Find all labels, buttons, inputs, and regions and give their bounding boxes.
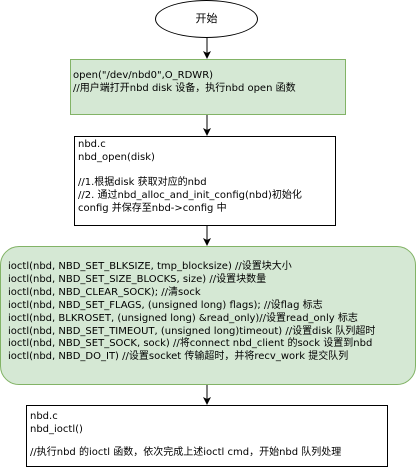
- ioctl-line: ioctl(nbd, NBD_CLEAR_SOCK); //清sock: [8, 286, 201, 298]
- ioctl-line: ioctl(nbd, BLKROSET, (unsigned long) &re…: [8, 312, 358, 324]
- nbd-ioctl-file-line: nbd.c: [30, 411, 58, 422]
- open-call-line: open("/dev/nbd0",O_RDWR): [73, 70, 214, 81]
- nbd-open-file-line: nbd.c: [78, 139, 106, 150]
- nbd-open-blank-line: [78, 164, 335, 177]
- nbd-open-func-line: nbd_open(disk): [78, 151, 155, 163]
- ioctl-line: ioctl(nbd, NBD_DO_IT) //设置socket 传输超时，并将…: [8, 351, 349, 363]
- ioctl-line: ioctl(nbd, NBD_SET_TIMEOUT, (unsigned lo…: [8, 325, 376, 337]
- start-label: 开始: [195, 11, 218, 25]
- nbd-open-step1-line: //1.根据disk 获取对应的nbd: [78, 177, 207, 189]
- open-comment-line: //用户端打开nbd disk 设备，执行nbd open 函数: [73, 82, 296, 94]
- nbd-open-step2-line: //2. 通过nbd_alloc_and_init_config(nbd)初始化: [78, 189, 302, 201]
- ioctl-line: ioctl(nbd, NBD_SET_BLKSIZE, tmp_blocksiz…: [8, 261, 292, 272]
- nbd-ioctl-comment-line: //执行nbd 的ioctl 函数，依次完成上述ioctl cmd，开始nbd …: [30, 447, 342, 459]
- nbd-ioctl-blank-line: [30, 436, 387, 447]
- nbd-open-step2-cont-line: config 并保存至nbd->config 中: [78, 202, 227, 214]
- ioctl-line: ioctl(nbd, NBD_SET_SOCK, sock) //将connec…: [8, 338, 373, 350]
- nbd-open-node: nbd.c nbd_open(disk) //1.根据disk 获取对应的nbd…: [74, 136, 336, 226]
- nbd-ioctl-func-line: nbd_ioctl(): [30, 423, 83, 435]
- start-node: 开始: [155, 0, 258, 38]
- nbd-ioctl-node: nbd.c nbd_ioctl() //执行nbd 的ioctl 函数，依次完成…: [26, 405, 388, 467]
- ioctl-line: ioctl(nbd, NBD_SET_FLAGS, (unsigned long…: [8, 299, 323, 311]
- open-device-node: open("/dev/nbd0",O_RDWR) //用户端打开nbd disk…: [70, 59, 346, 115]
- ioctl-sequence-node: ioctl(nbd, NBD_SET_BLKSIZE, tmp_blocksiz…: [0, 246, 416, 385]
- ioctl-line: ioctl(nbd, NBD_SET_SIZE_BLOCKS, size) //…: [8, 273, 267, 285]
